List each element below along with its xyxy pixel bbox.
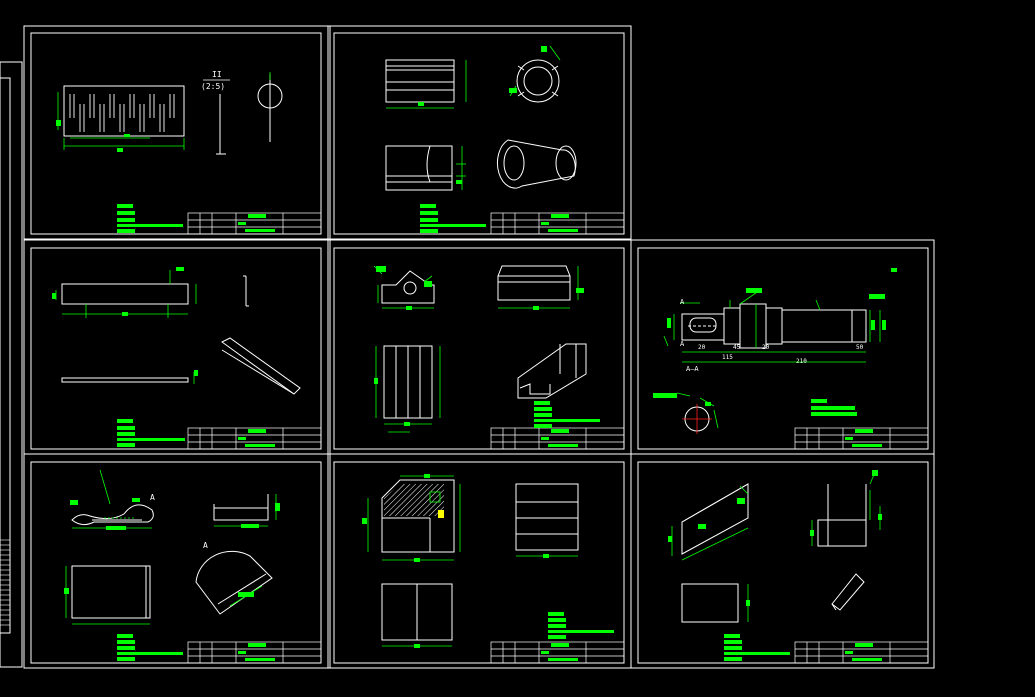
dim-115: 115 (722, 354, 733, 361)
left-tool-strip (0, 61, 23, 668)
section-a-top-label: A (680, 298, 685, 306)
dim-45: 45 (733, 344, 741, 351)
dim-210: 210 (796, 358, 807, 365)
detail-ii-label: II (212, 70, 222, 79)
mark-a2-label: A (203, 541, 208, 550)
sheet-8-chute[interactable] (668, 469, 882, 623)
dim-20: 20 (698, 344, 706, 351)
dim-50: 50 (856, 344, 864, 351)
title-blocks (117, 204, 929, 664)
sheet-6-hopper-parts[interactable]: A A (64, 469, 280, 625)
sheet-grid-frames (23, 25, 935, 669)
sheet-3-angle-plate[interactable] (52, 267, 301, 395)
sheet-7-frame-box[interactable] (362, 474, 579, 648)
technical-notes (117, 204, 857, 661)
dim-20b: 20 (762, 344, 770, 351)
section-aa-label: A—A (686, 365, 699, 373)
section-a-bottom-label: A (680, 340, 685, 348)
detail-scale-label: (2:5) (201, 82, 225, 91)
mark-a-label: A (150, 493, 155, 502)
sheet-5-shaft[interactable]: A A A—A 20 45 20 115 210 50 (653, 268, 897, 434)
sheet-inner-borders (30, 32, 929, 664)
sheet-4-bracket[interactable] (373, 265, 587, 433)
sheet-1-slotted-plate[interactable]: II (2:5) (56, 70, 283, 155)
sheet-2-tube-parts[interactable] (385, 45, 577, 191)
